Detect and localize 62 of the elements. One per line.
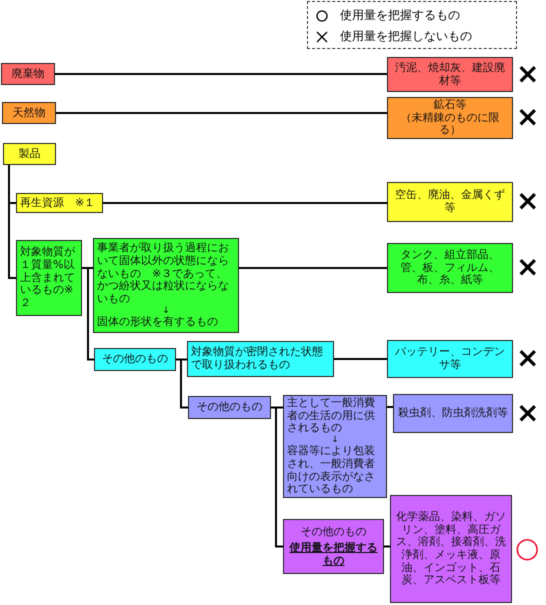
box-text: 容器等により包装され、一般消費者向けの表示がなされているもの [287, 445, 376, 496]
judgement-mark: ○ [515, 534, 540, 562]
box-text: 固体の形状を有するもの [97, 316, 219, 329]
box-text: 製品 [18, 148, 40, 160]
judgement-mark: × [516, 253, 540, 281]
category-box [93, 238, 239, 333]
category-box [387, 182, 513, 222]
category-box [94, 348, 176, 371]
connector-line [82, 267, 94, 360]
down-arrow-glyph: ↓ [161, 306, 171, 316]
category-box [16, 193, 103, 213]
connector-line [271, 406, 283, 548]
connector-line [384, 546, 390, 548]
judgement-mark: × [516, 103, 540, 131]
box-text: 主として一般消費者の生活の用に供されるもの [287, 397, 376, 435]
connector-line [56, 112, 387, 114]
legend-text: 使用量を把握しないもの [340, 28, 472, 45]
box-text: 再生資源 ※１ [20, 196, 96, 210]
category-box [3, 143, 56, 165]
box-text: 対象物質が１質量%以上含まれているもの※２ [20, 246, 76, 310]
category-box [387, 57, 513, 92]
box-text: 鉱石等 [434, 99, 466, 112]
box-text: 天然物 [12, 106, 46, 120]
connector-line [387, 406, 393, 408]
box-text: 対象物質が密閉された状態で取り扱われるもの [191, 346, 324, 372]
box-text: その他のもの [102, 353, 168, 366]
box-text: 汚泥、焼却灰、建設廃材等 [394, 62, 506, 88]
category-box [16, 240, 82, 316]
box-text: タンク、組立部品、管、板、フィルム、布、糸、紙等 [400, 249, 500, 287]
judgement-mark: × [516, 60, 540, 88]
connector-line [239, 267, 387, 269]
box-text: その他のもの [300, 526, 366, 538]
connector-line [334, 358, 387, 360]
connector-line [55, 73, 387, 75]
box-text: （未精錬のものに限る） [400, 112, 500, 137]
category-box [387, 340, 513, 378]
judgement-mark: × [516, 398, 540, 426]
category-box [283, 395, 387, 498]
box-text: 空缶、廃油、金属くず等 [394, 189, 506, 215]
category-box [390, 495, 512, 603]
category-box [387, 243, 513, 293]
category-box [387, 97, 513, 139]
connector-line [176, 358, 188, 408]
box-text: バッテリー、コンデンサ等 [394, 346, 506, 372]
box-text: 事業者が取り扱う過程において固体以外の状態にならないもの ※３であって、かつ紛状又は粒状にならないもの [97, 242, 230, 306]
judgement-mark: × [516, 344, 540, 372]
legend-text: 使用量を把握するもの [340, 7, 460, 24]
category-box [187, 341, 334, 377]
category-box [283, 519, 384, 574]
box-text: 殺虫剤、防虫剤洗剤等 [398, 407, 508, 420]
category-box [393, 394, 513, 433]
box-text: 化学薬品、染料、ガソリン、塗料、高圧ガス、溶剤、接着剤、洗浄剤、メッキ液、原油、インゴット、石炭、アスベスト板等 [395, 511, 507, 587]
down-arrow-glyph: ↓ [330, 434, 340, 446]
box-text: 廃棄物 [12, 68, 44, 80]
category-box [188, 396, 271, 419]
box-text: その他のもの [196, 401, 262, 414]
connector-line [8, 165, 16, 279]
judgement-mark: × [516, 187, 540, 215]
box-text: 使用量を把握するもの [288, 542, 378, 568]
category-box [1, 63, 55, 85]
connector-line [103, 202, 387, 204]
category-box [2, 102, 56, 124]
